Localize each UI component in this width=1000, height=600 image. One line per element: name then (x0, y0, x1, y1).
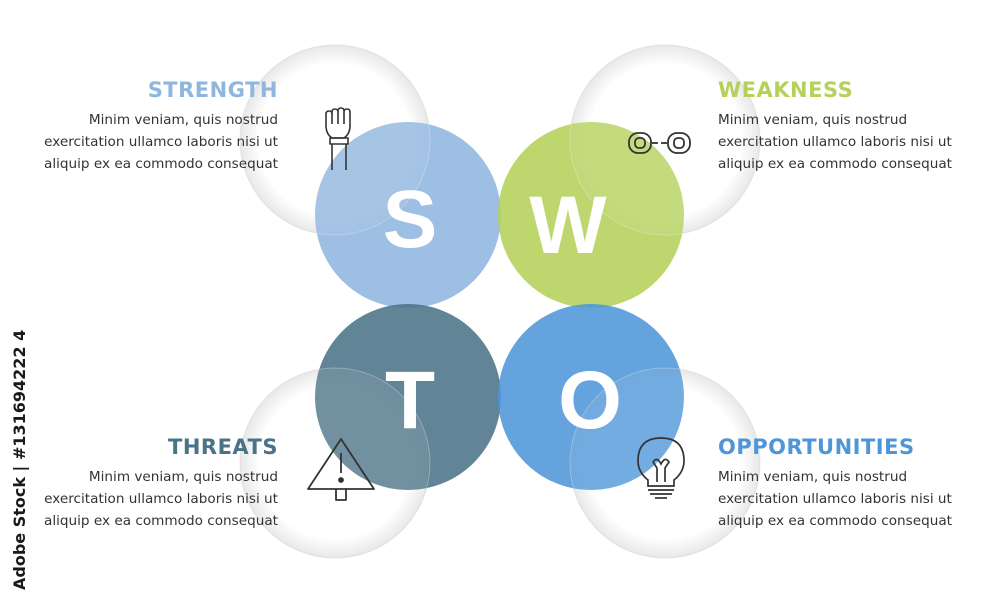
overlap-arcs (239, 44, 761, 559)
weakness-circle (498, 122, 684, 308)
stock-watermark: Adobe Stock | #131694222 4 (10, 329, 29, 590)
weakness-letter: W (529, 180, 607, 271)
strength-circle (315, 122, 501, 308)
threats-letter: T (385, 355, 435, 446)
raised-fist-icon (325, 107, 351, 170)
threats-circle (315, 304, 501, 490)
weakness-title: WEAKNESS (718, 78, 854, 102)
broken-chain-icon (628, 132, 691, 154)
threats-description: Minim veniam, quis nostrud exercitation … (44, 469, 278, 529)
opportunities-letter: O (558, 355, 622, 446)
strength-title: STRENGTH (147, 78, 278, 102)
opportunities-description: Minim veniam, quis nostrud exercitation … (718, 469, 952, 529)
strength-letter: S (383, 174, 438, 265)
weakness-description: Minim veniam, quis nostrud exercitation … (718, 112, 952, 172)
strength-description: Minim veniam, quis nostrud exercitation … (44, 112, 278, 172)
warning-sign-icon (307, 438, 375, 501)
lightbulb-icon (637, 437, 685, 499)
decorative-ring-fills (240, 45, 760, 558)
opportunities-circle (498, 304, 684, 490)
threats-title: THREATS (168, 435, 278, 459)
opportunities-title: OPPORTUNITIES (718, 435, 915, 459)
